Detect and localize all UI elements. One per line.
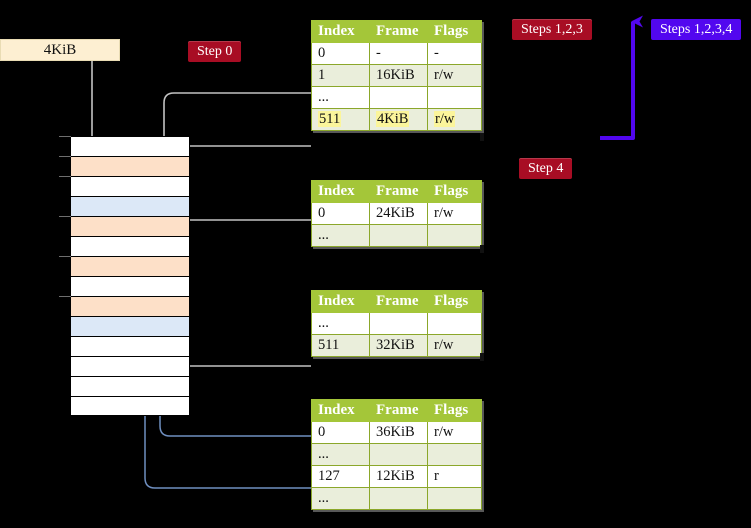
table-row: ...: [311, 86, 482, 109]
table-cell: [427, 443, 482, 466]
table-cell: r/w: [427, 421, 482, 444]
table-row: 511 4KiB r/w: [311, 108, 482, 131]
memory-block-tick: [59, 176, 71, 178]
table-cell: r/w: [427, 64, 482, 87]
table-cell: 511: [311, 108, 370, 131]
table-edge-nub: [480, 133, 484, 141]
memory-block-tick: [59, 256, 71, 258]
table-cell: ...: [311, 312, 370, 335]
table-cell: 0: [311, 202, 370, 225]
memory-block-row: [70, 176, 190, 196]
table-cell: 1: [311, 64, 370, 87]
memory-block-tick: [59, 216, 71, 218]
wire-table3-row511-to-memory: [179, 308, 311, 367]
table-cell: [369, 86, 428, 109]
table-cell: 12KiB: [369, 465, 428, 488]
column-header-frame: Frame: [369, 20, 428, 43]
memory-block-row: [70, 396, 190, 416]
memory-block-row: [70, 296, 190, 316]
table-cell: [369, 224, 428, 247]
table-cell: 24KiB: [369, 202, 428, 225]
column-header-frame: Frame: [369, 180, 428, 203]
badge-step-0: Step 0: [188, 41, 242, 63]
table-cell: [427, 224, 482, 247]
memory-block-row: [70, 276, 190, 296]
badge-step-4: Step 4: [519, 158, 573, 180]
table-cell: r: [427, 465, 482, 488]
table-cell: r/w: [427, 202, 482, 225]
highlighted-value: 4KiB: [376, 111, 410, 127]
table-cell: 16KiB: [369, 64, 428, 87]
table-cell: [369, 443, 428, 466]
wire-table2-row0-to-memory: [179, 219, 311, 262]
table-edge-nub: [480, 353, 484, 361]
table-cell: 32KiB: [369, 334, 428, 357]
memory-block-tick: [59, 136, 71, 138]
size-label-4kib: 4KiB: [0, 39, 120, 61]
table-cell: [369, 487, 428, 510]
table-cell: 4KiB: [369, 108, 428, 131]
memory-block-row: [70, 236, 190, 256]
highlighted-value: 511: [318, 111, 342, 127]
table-cell: ...: [311, 443, 370, 466]
column-header-frame: Frame: [369, 399, 428, 422]
badge-steps-1234: Steps 1,2,3,4: [651, 19, 742, 41]
wire-steps-bracket-arrow: [600, 15, 643, 140]
table-cell: r/w: [427, 334, 482, 357]
table-cell: 36KiB: [369, 421, 428, 444]
table-cell: [427, 487, 482, 510]
column-header-index: Index: [311, 180, 370, 203]
memory-block-row: [70, 136, 190, 156]
badge-steps-123: Steps 1,2,3: [512, 19, 592, 41]
memory-block-row: [70, 216, 190, 236]
table-cell: [427, 86, 482, 109]
memory-block-row: [70, 356, 190, 376]
table-row: ...: [311, 312, 482, 335]
table-cell: r/w: [427, 108, 482, 131]
column-header-index: Index: [311, 20, 370, 43]
table-row: ...: [311, 487, 482, 510]
memory-block-row: [70, 196, 190, 216]
highlighted-value: r/w: [434, 111, 456, 127]
column-header-flags: Flags: [427, 180, 482, 203]
table-cell: ...: [311, 86, 370, 109]
table-cell: -: [369, 42, 428, 65]
table-cell: [369, 312, 428, 335]
memory-block-tick: [59, 296, 71, 298]
table-cell: 511: [311, 334, 370, 357]
table-cell: 127: [311, 465, 370, 488]
table-row: 0--: [311, 42, 482, 65]
memory-block-row: [70, 376, 190, 396]
table-edge-nub: [480, 245, 484, 253]
column-header-frame: Frame: [369, 290, 428, 313]
table-cell: 0: [311, 421, 370, 444]
column-header-flags: Flags: [427, 399, 482, 422]
table-cell: ...: [311, 487, 370, 510]
table-cell: -: [427, 42, 482, 65]
table-row: ...: [311, 443, 482, 466]
table-row: ...: [311, 224, 482, 247]
column-header-index: Index: [311, 290, 370, 313]
memory-block-row: [70, 256, 190, 276]
column-header-index: Index: [311, 399, 370, 422]
memory-block-tick: [59, 156, 71, 158]
column-header-flags: Flags: [427, 20, 482, 43]
memory-block-row: [70, 336, 190, 356]
table-cell: 0: [311, 42, 370, 65]
table-cell: ...: [311, 224, 370, 247]
column-header-flags: Flags: [427, 290, 482, 313]
table-cell: [427, 312, 482, 335]
memory-block-row: [70, 156, 190, 176]
memory-block-column: [70, 136, 190, 416]
memory-block-row: [70, 316, 190, 336]
